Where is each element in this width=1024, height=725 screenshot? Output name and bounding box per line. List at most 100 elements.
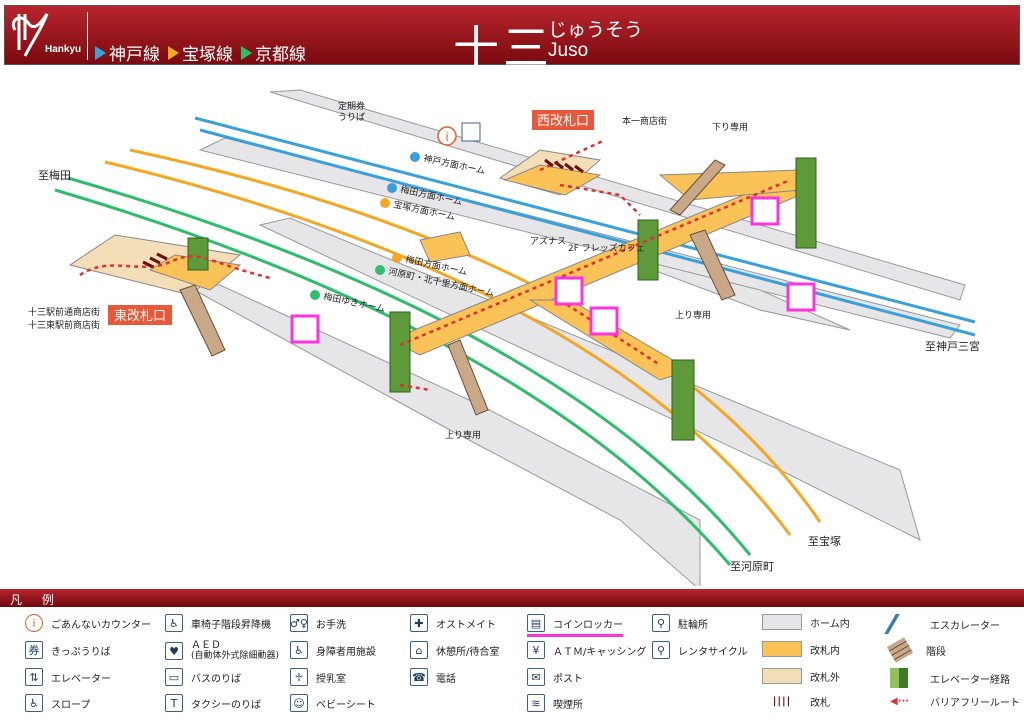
legend-label: ホーム内	[810, 618, 850, 630]
legend-item: ホーム内	[762, 614, 850, 630]
info-glyph: i	[445, 130, 448, 144]
track-kobe-1	[194, 116, 976, 324]
waiting-room-icon: ⌂	[410, 641, 428, 659]
legend-label: きっぷうりば	[51, 646, 111, 658]
platform-6	[184, 284, 701, 586]
track-takarazuka-2	[104, 160, 792, 536]
legend-label-sub: (自動体外式除細動器)	[191, 651, 280, 661]
legend-label: 階段	[926, 646, 946, 658]
baby-seat-icon: ☺	[290, 694, 308, 712]
barrier-free-route-icon: ◀···	[890, 696, 910, 707]
legend-label-group: ＡＥＤ(自動体外式除細動器)	[191, 640, 280, 662]
legend-label: タクシーのりば	[191, 699, 261, 711]
triangle-icon	[95, 45, 106, 60]
gate-icon: ||||	[772, 696, 792, 707]
legend-item: 改札内	[762, 641, 840, 657]
legend-label: お手洗	[316, 619, 346, 631]
coin-locker-icon[interactable]	[589, 306, 619, 336]
east-gate-callout	[108, 305, 172, 325]
legend-item: ||||改札	[762, 694, 830, 709]
phone-icon: ☎	[410, 668, 428, 686]
divider	[87, 12, 88, 60]
legend-item: ♱授乳室	[290, 668, 346, 686]
line-kobe: 神戸線	[95, 40, 160, 65]
legend-item: ≋ 喫煙所	[527, 694, 583, 712]
platform-number-badge	[310, 290, 320, 300]
platform-number-badge	[380, 198, 390, 208]
taxi-icon: T	[165, 694, 183, 712]
station-map: 西改札口 東改札口 i 至梅田 至神戸三宮 至宝塚 至河原町 定期券 うりば 本…	[28, 89, 980, 586]
legend-item: ♥ＡＥＤ(自動体外式除細動器)	[165, 641, 279, 661]
legend-label: オストメイト	[436, 619, 496, 631]
legend-item: ◀···バリアフリールート	[890, 694, 1020, 709]
legend-label: 身障者用施設	[316, 646, 376, 658]
legend-label: 車椅子階段昇降機	[191, 619, 271, 631]
elevator-shaft	[637, 219, 659, 281]
direction-umeda: 至梅田	[38, 168, 71, 182]
accessible-icon: ♿	[290, 641, 308, 659]
coin-locker-icon[interactable]	[290, 314, 320, 344]
brand-name: Hankyu	[45, 44, 82, 55]
stairs	[689, 229, 736, 301]
west-underpass	[419, 231, 471, 263]
hankyu-logo	[11, 10, 81, 62]
atm-icon: ¥	[527, 641, 545, 659]
platform-number-badge	[387, 183, 397, 193]
barrier-free-route	[79, 255, 271, 280]
escalator	[669, 159, 726, 216]
slope-icon: ♿	[25, 694, 43, 712]
restroom-icon: ♂♀	[290, 614, 308, 632]
swatch-inside	[762, 641, 802, 657]
legend-label: 電話	[436, 673, 456, 685]
aed-icon	[461, 122, 481, 142]
station-kana: じゅうそう	[548, 19, 644, 41]
rental-cycle-icon: ⚲	[652, 641, 670, 659]
direction-takarazuka: 至宝塚	[808, 534, 841, 548]
coin-locker-icon[interactable]	[554, 276, 584, 306]
wheelchair-lift-icon: ♿	[165, 614, 183, 632]
legend-label: エレベーター	[51, 673, 111, 685]
legend-label: ＡＥＤ	[191, 640, 221, 651]
stairs	[447, 339, 489, 416]
direction-sannomiya: 至神戸三宮	[925, 339, 980, 353]
legend-item: ♂♀ お手洗	[290, 614, 346, 632]
elevator-icon: ⇅	[25, 668, 43, 686]
coin-locker-icon: ▤	[527, 614, 545, 632]
header: Hankyu 神戸線 宝塚線 京都線 十三 じゅうそう Juso	[4, 5, 1020, 75]
mail-icon: ✉	[527, 668, 545, 686]
legend-item: ¥ＡＴＭ/キャッシング	[527, 641, 646, 659]
line-kyoto: 京都線	[241, 40, 306, 65]
east-gate-label: 東改札口	[114, 308, 166, 324]
legend-item: ⚲駐輪所	[652, 614, 708, 632]
elevator-shaft	[187, 237, 209, 271]
elevator-shaft	[795, 157, 817, 249]
swatch-outside	[762, 668, 802, 684]
legend-label: バスのりば	[191, 673, 241, 685]
coin-locker-icon[interactable]	[786, 282, 816, 312]
platform-label: 神戸方面ホーム	[422, 152, 486, 177]
legend-label: ベビーシート	[316, 699, 376, 711]
legend-label: レンタサイクル	[678, 646, 748, 658]
bus-icon: ▭	[165, 668, 183, 686]
shopping-street-label: 十三東駅前商店街	[28, 319, 100, 331]
commuter-pass-label-2: うりば	[338, 112, 365, 123]
nursing-room-icon: ♱	[290, 668, 308, 686]
legend-label: 喫煙所	[553, 699, 583, 711]
legend-bar: 凡 例	[0, 589, 1024, 607]
legend-item: ▭ バスのりば	[165, 668, 241, 686]
line-label: 神戸線	[109, 45, 160, 65]
legend-item: 階段	[886, 637, 946, 663]
up-only-label: 上り専用	[445, 429, 481, 441]
legend-item: 改札外	[762, 668, 840, 684]
legend-item: ⌂休憩所/待合室	[410, 641, 499, 659]
shopping-street-label: 十三駅前通商店街	[28, 306, 100, 318]
cafe-label: 2F フレッズカフェ	[568, 242, 645, 254]
coin-locker-icon[interactable]	[750, 196, 780, 226]
station-roman: Juso	[548, 40, 589, 61]
legend-label: 改札外	[810, 672, 840, 684]
legend-item: ☺ ベビーシート	[290, 694, 376, 712]
triangle-icon	[168, 45, 179, 60]
smoking-icon: ≋	[527, 694, 545, 712]
bicycle-parking-icon: ⚲	[652, 614, 670, 632]
